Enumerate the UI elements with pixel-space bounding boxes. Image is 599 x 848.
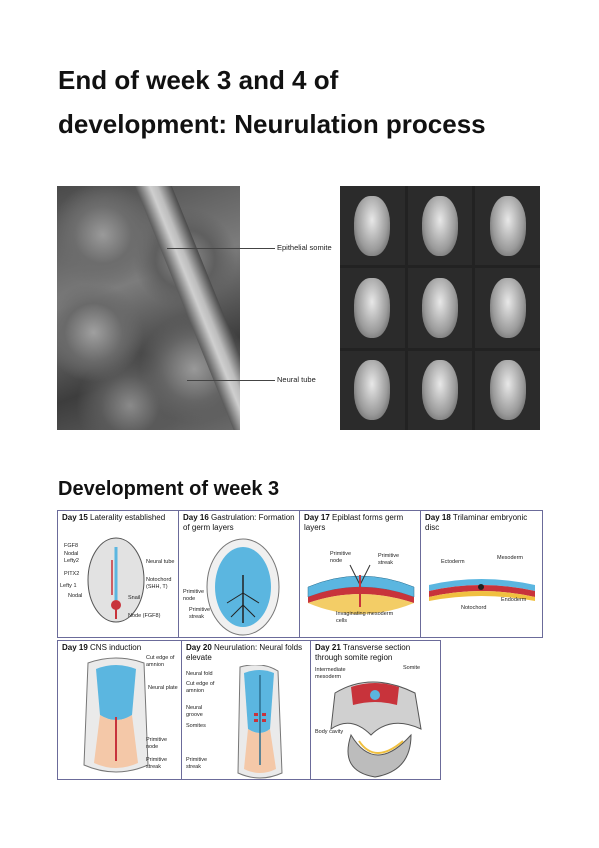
week3-development-figure: Day 15 Laterality established FGF8 Nodal… [57,510,543,780]
neural-tube-pointer [187,380,275,381]
embryo-photo [407,186,473,266]
sem-micrograph-image [57,186,240,430]
panel-header: Day 16 Gastrulation: Formation of germ l… [183,513,295,532]
panel-day-21: Day 21 Transverse section through somite… [310,640,441,780]
panel-header: Day 18 Trilaminar embryonic disc [425,513,528,532]
embryo-photo [475,350,540,430]
page-title: End of week 3 and 4 of development: Neur… [58,65,486,139]
panel-header: Day 19 CNS induction [62,643,142,652]
epithelial-somite-pointer [167,248,275,249]
embryo-photo [407,350,473,430]
panel-header: Day 20 Neurulation: Neural folds elevate [186,643,303,662]
embryo-photo [340,350,405,430]
day-21-diagram [330,681,422,778]
panel-header: Day 21 Transverse section through somite… [315,643,411,662]
embryo-photo [340,186,405,266]
panel-header: Day 15 Laterality established [62,513,166,522]
panel-day-18: Day 18 Trilaminar embryonic disc Ectoder… [420,510,543,638]
embryo-photo-grid [340,186,540,430]
panel-header: Day 17 Epiblast forms germ layers [304,513,404,532]
epithelial-somite-label: Epithelial somite [277,243,332,252]
day-19-diagram [83,657,149,773]
section-heading: Development of week 3 [58,478,280,500]
embryo-photo [340,268,405,348]
day-15-diagram [87,537,145,623]
embryo-photo [407,268,473,348]
panel-day-17: Day 17 Epiblast forms germ layers Primit… [299,510,422,638]
panel-day-16: Day 16 Gastrulation: Formation of germ l… [178,510,301,638]
embryo-photo [475,268,540,348]
day-18-diagram [429,579,535,601]
neural-tube-label: Neural tube [277,375,316,384]
neurulation-figure: Epithelial somite Neural tube [57,186,540,430]
panel-day-15: Day 15 Laterality established FGF8 Nodal… [57,510,180,638]
embryo-photo [475,186,540,266]
day-16-diagram [206,538,280,636]
day-17-diagram [307,564,415,614]
panel-day-20: Day 20 Neurulation: Neural folds elevate… [181,640,312,780]
panel-day-19: Day 19 CNS induction Cut edge of amnion … [57,640,183,780]
day-20-diagram [237,665,283,779]
